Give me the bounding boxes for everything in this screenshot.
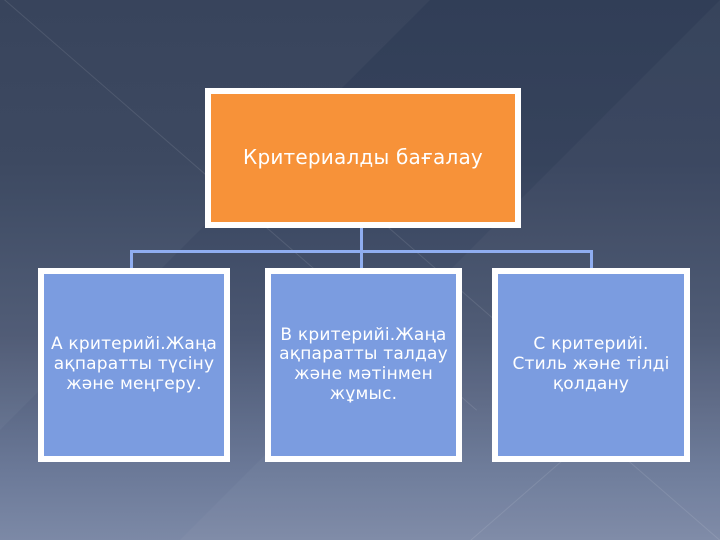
connector-drop-to-child-c: [590, 250, 593, 268]
diagram-node-criterion-b[interactable]: В критерийі.Жаңа ақпаратты талдау және м…: [265, 268, 462, 462]
connector-drop-to-child-a: [130, 250, 133, 268]
connector-drop-to-child-b: [360, 250, 363, 268]
connector-trunk: [360, 228, 363, 250]
diagram-node-criterion-c[interactable]: С критерийі. Стиль және тілді қолдану: [492, 268, 690, 462]
diagram-node-criterion-c-label: С критерийі. Стиль және тілді қолдану: [512, 334, 670, 394]
diagram-node-root-label: Критериалды бағалау: [243, 145, 483, 170]
diagram-node-criterion-a-label: А критерийі.Жаңа ақпаратты түсіну және м…: [50, 334, 218, 394]
diagram-node-criterion-a[interactable]: А критерийі.Жаңа ақпаратты түсіну және м…: [38, 268, 230, 462]
diagram-node-root[interactable]: Критериалды бағалау: [205, 88, 521, 228]
diagram-node-criterion-b-label: В критерийі.Жаңа ақпаратты талдау және м…: [279, 324, 448, 404]
connector-horizontal-bar: [130, 250, 593, 253]
